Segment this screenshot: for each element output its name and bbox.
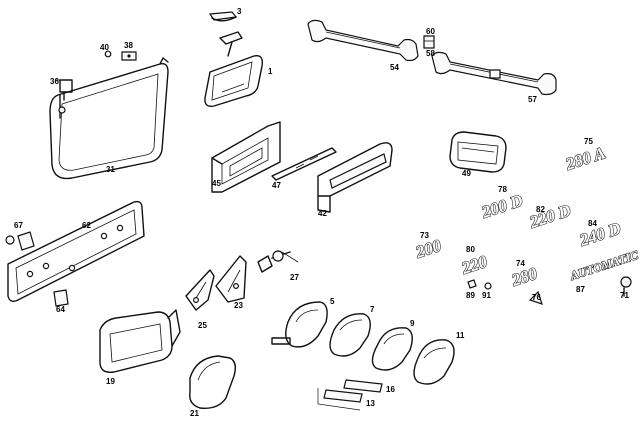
callout-49: 49 bbox=[462, 169, 471, 178]
callout-54: 54 bbox=[390, 63, 399, 72]
callout-47: 47 bbox=[272, 181, 281, 190]
callout-40: 40 bbox=[100, 43, 109, 52]
callout-57: 57 bbox=[528, 95, 537, 104]
model-badge-part-80: 220 bbox=[458, 251, 491, 279]
badge-clip-part-71 bbox=[620, 276, 632, 297]
callout-84: 84 bbox=[588, 219, 597, 228]
trim-strip-part-16 bbox=[343, 379, 383, 393]
mirror-glass-part-7 bbox=[329, 313, 371, 357]
mirror-glass-part-9 bbox=[371, 327, 413, 371]
callout-7: 7 bbox=[370, 305, 375, 314]
callout-80: 80 bbox=[466, 245, 475, 254]
badge-text-82: 220 D bbox=[526, 201, 573, 232]
callout-23: 23 bbox=[234, 301, 243, 310]
callout-25: 25 bbox=[198, 321, 207, 330]
door-mirror-part-19 bbox=[99, 309, 181, 373]
mirror-glass-part-11 bbox=[413, 339, 455, 385]
mirror-mount-part-3 bbox=[208, 11, 238, 22]
lamp-part-49 bbox=[449, 131, 507, 173]
callout-89: 89 bbox=[466, 291, 475, 300]
callout-71: 71 bbox=[620, 291, 629, 300]
adjuster-part-27 bbox=[257, 250, 299, 273]
sun-visor-part-31 bbox=[49, 57, 169, 180]
callout-38: 38 bbox=[124, 41, 133, 50]
nut-part-89 bbox=[467, 279, 477, 289]
rear-view-mirror-part-1 bbox=[204, 31, 264, 108]
callout-19: 19 bbox=[106, 377, 115, 386]
callout-5: 5 bbox=[330, 297, 335, 306]
screw-part-40 bbox=[104, 50, 112, 58]
callout-75: 75 bbox=[584, 137, 593, 146]
callout-16: 16 bbox=[386, 385, 395, 394]
callout-21: 21 bbox=[190, 409, 199, 418]
badge-text-75: 280 A bbox=[562, 143, 607, 174]
callout-11: 11 bbox=[456, 331, 465, 340]
callout-3: 3 bbox=[237, 7, 242, 16]
visor-clip-part-36 bbox=[56, 79, 73, 101]
badge-clip-part-76 bbox=[528, 290, 543, 305]
callout-45: 45 bbox=[212, 179, 221, 188]
clip-part-60 bbox=[423, 35, 435, 49]
callout-76: 76 bbox=[532, 293, 541, 302]
callout-60: 60 bbox=[426, 27, 435, 36]
plate-bracket-part-62 bbox=[7, 200, 145, 303]
callout-58: 58 bbox=[426, 49, 435, 58]
callout-64: 64 bbox=[56, 305, 65, 314]
callout-87: 87 bbox=[576, 285, 585, 294]
rubber-stop-part-64 bbox=[53, 289, 69, 307]
mirror-glass-part-21 bbox=[189, 355, 237, 409]
callout-13: 13 bbox=[366, 399, 375, 408]
callout-9: 9 bbox=[410, 319, 415, 328]
callout-67: 67 bbox=[14, 221, 23, 230]
callout-36: 36 bbox=[50, 77, 59, 86]
callout-31: 31 bbox=[106, 165, 115, 174]
callout-91: 91 bbox=[482, 291, 491, 300]
callout-74: 74 bbox=[516, 259, 525, 268]
console-frame-part-45 bbox=[211, 121, 281, 193]
badge-text-84: 240 D bbox=[576, 219, 623, 250]
mirror-glass-part-5 bbox=[271, 301, 328, 348]
model-badge-part-75: 280 A bbox=[562, 143, 608, 175]
callout-82: 82 bbox=[536, 205, 545, 214]
model-badge-part-82: 220 D bbox=[526, 200, 574, 232]
callout-1: 1 bbox=[268, 67, 273, 76]
callout-42: 42 bbox=[318, 209, 327, 218]
callout-27: 27 bbox=[290, 273, 299, 282]
visor-hook-part-38 bbox=[121, 51, 137, 61]
model-badge-part-78: 200 D bbox=[478, 190, 526, 222]
badge-text-78: 200 D bbox=[478, 191, 525, 222]
washer-part-91 bbox=[484, 282, 492, 290]
grab-handle-part-54 bbox=[307, 19, 419, 62]
callout-62: 62 bbox=[82, 221, 91, 230]
badge-text-80: 220 bbox=[458, 252, 490, 278]
console-strip-part-47 bbox=[271, 147, 337, 181]
model-badge-part-84: 240 D bbox=[576, 218, 624, 250]
mirror-base-part-23 bbox=[215, 255, 247, 303]
mirror-base-part-25 bbox=[185, 269, 215, 311]
storage-tray-part-42 bbox=[317, 142, 393, 213]
trim-strip-part-13 bbox=[317, 388, 363, 411]
grab-handle-part-57 bbox=[431, 51, 557, 96]
callout-73: 73 bbox=[420, 231, 429, 240]
callout-labels: 3 40 38 36 31 60 54 58 57 1 45 47 42 49 … bbox=[14, 7, 629, 418]
callout-78: 78 bbox=[498, 185, 507, 194]
rubber-stop-part-67 bbox=[5, 231, 35, 251]
